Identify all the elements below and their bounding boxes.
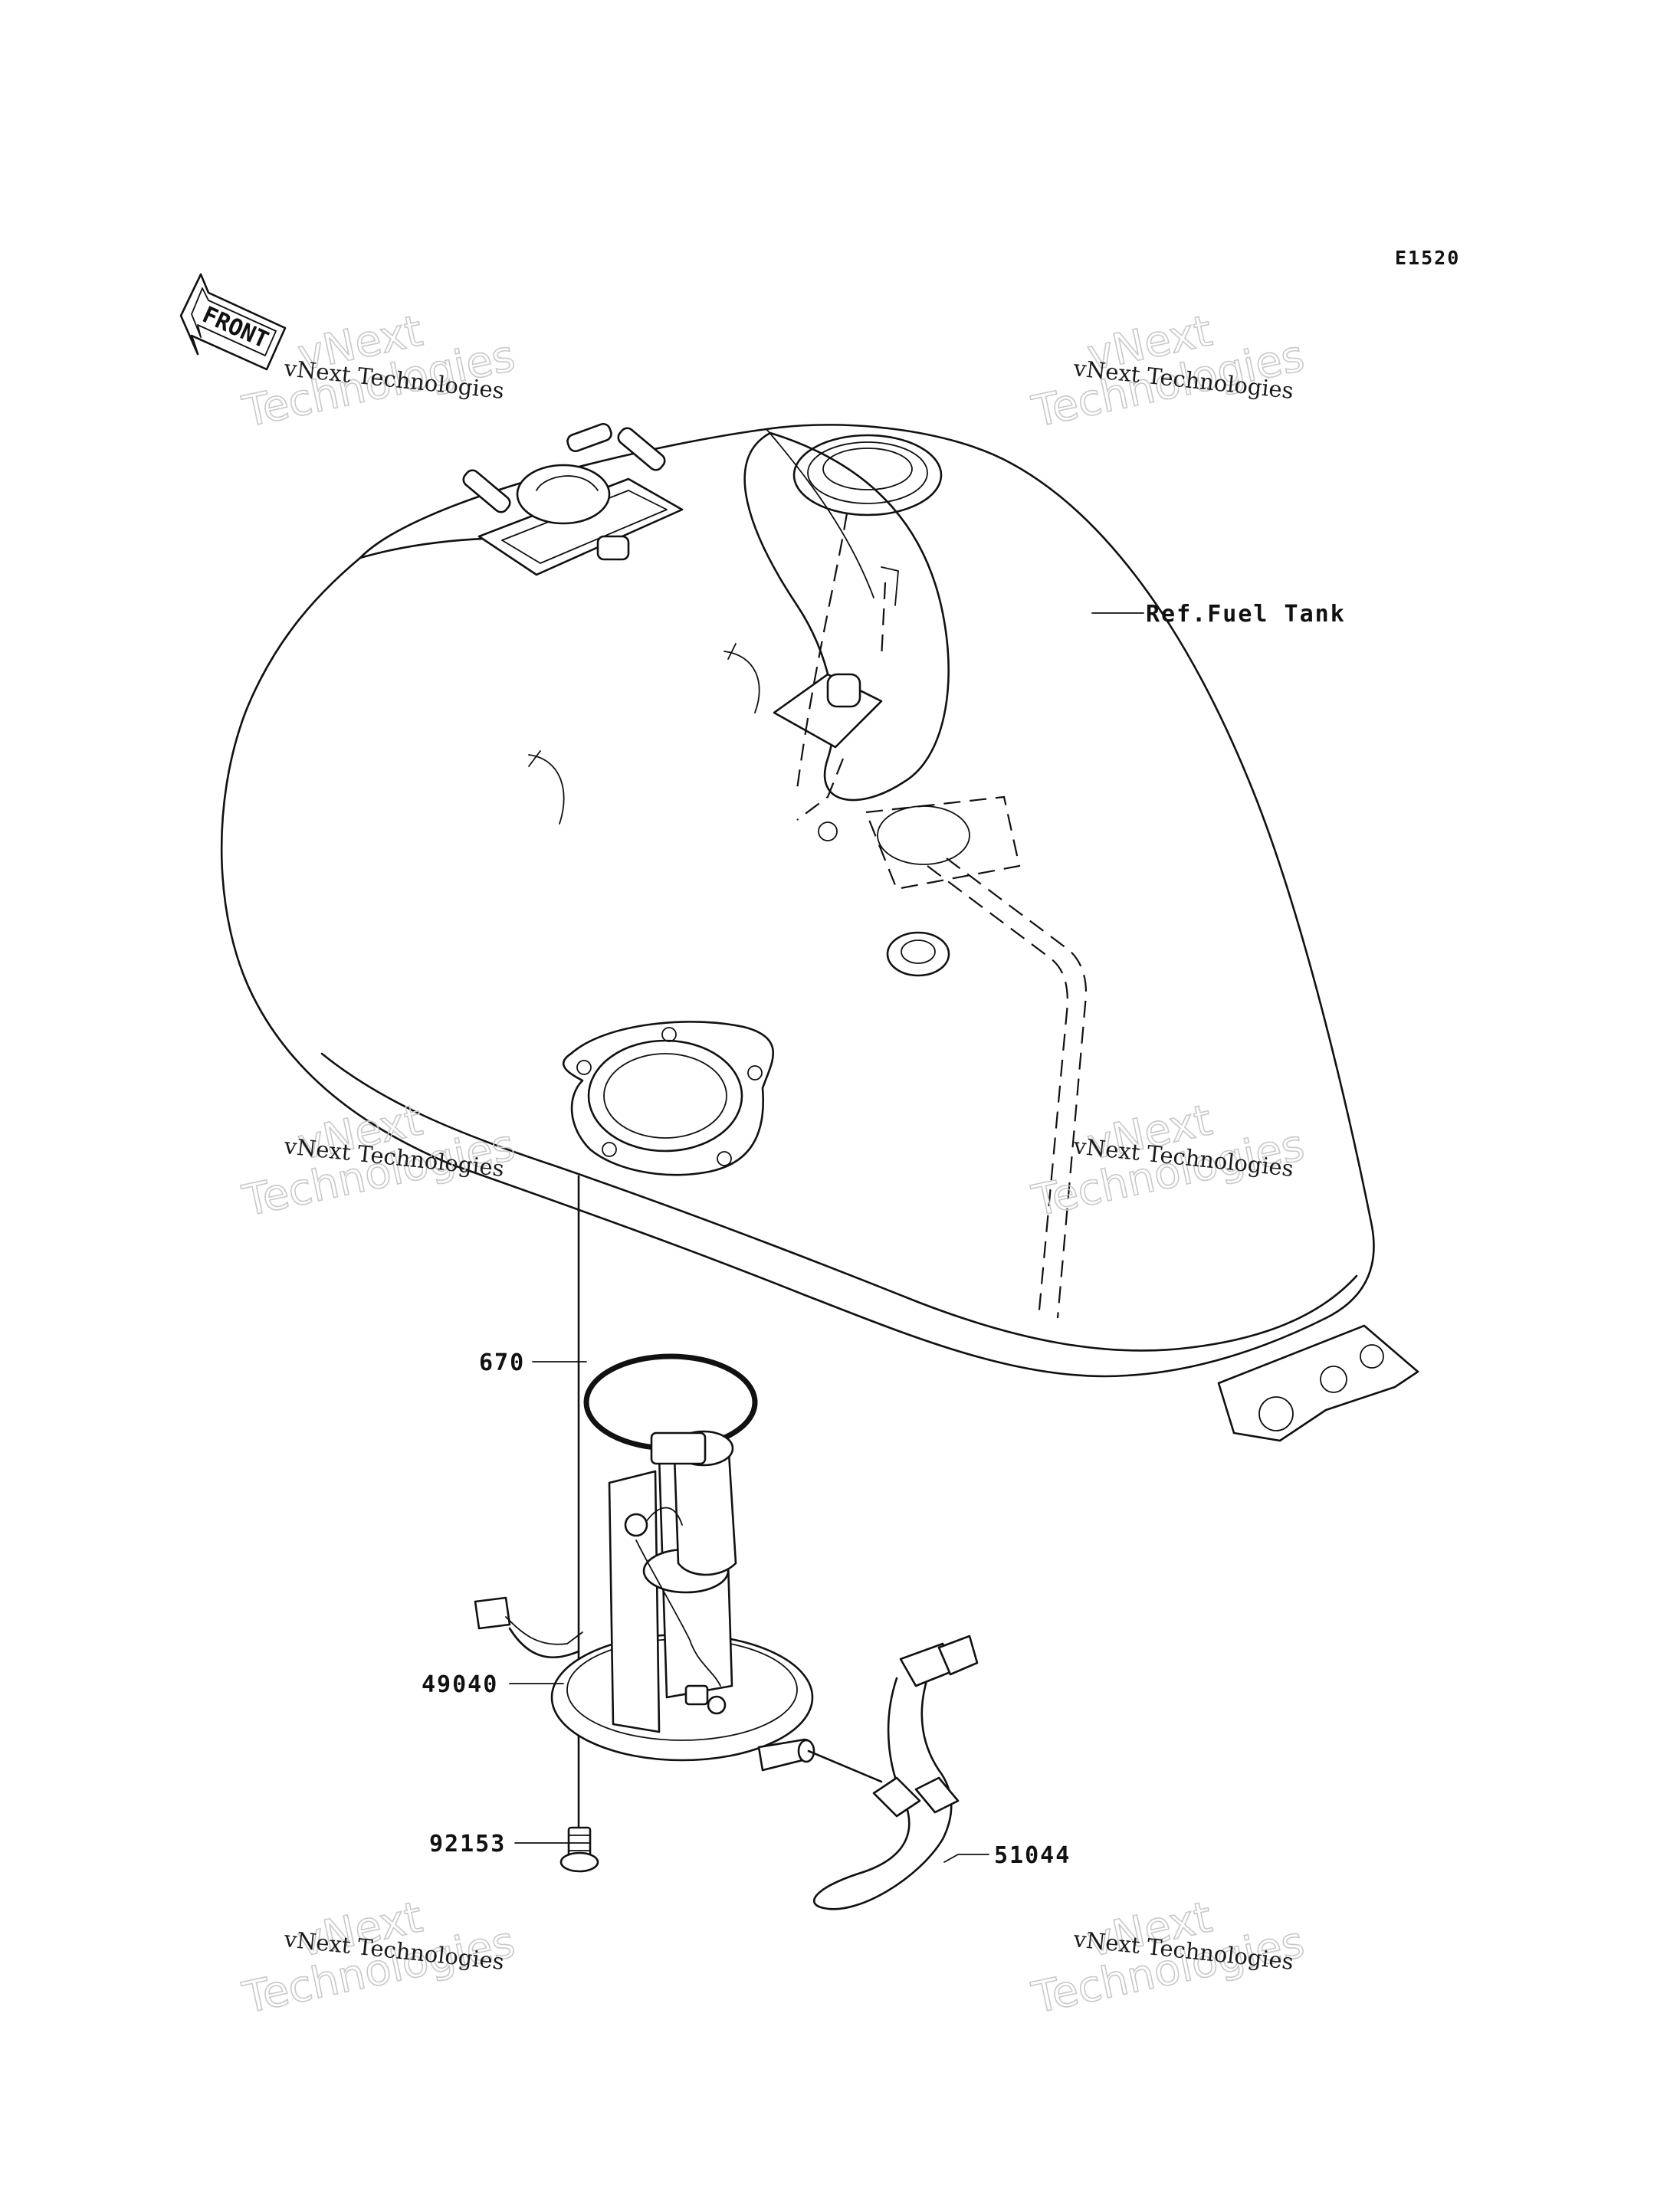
watermark-top-left: vNext Technologies: [238, 306, 520, 438]
watermark-top-right: vNext Technologies: [1027, 306, 1309, 438]
front-arrow-icon: FRONT: [179, 273, 287, 371]
bolt-92153-illustration: [559, 1826, 599, 1873]
label-part-92153: 92153: [429, 1831, 506, 1858]
leader-51044: [943, 1854, 989, 1863]
fuel-tank-illustration: [220, 422, 1419, 1442]
hose-51044-illustration: [807, 1635, 979, 1910]
fuel-pump-49040-illustration: [474, 1430, 815, 1772]
label-part-670: 670: [479, 1349, 525, 1376]
label-ref-fuel-tank: Ref.Fuel Tank: [1146, 601, 1346, 628]
label-part-51044: 51044: [994, 1842, 1071, 1869]
diagram-code: E1520: [1395, 247, 1460, 269]
label-part-49040: 49040: [422, 1671, 498, 1698]
